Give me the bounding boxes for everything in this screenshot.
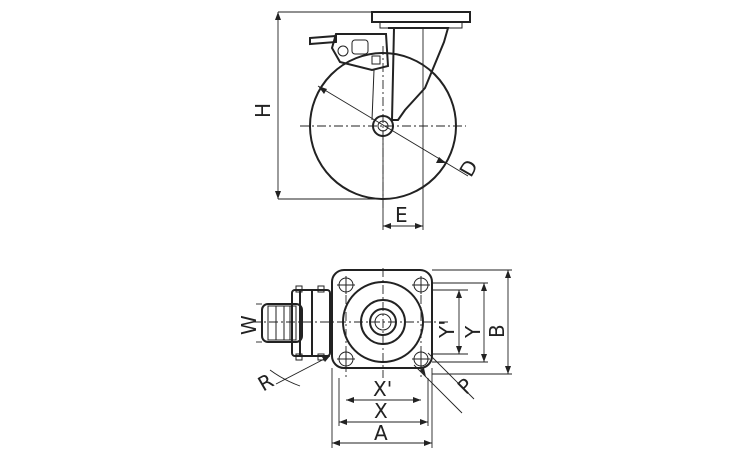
brake-assembly [309, 33, 390, 121]
label-width: W [237, 315, 261, 335]
label-plate-length: B [485, 324, 509, 338]
side-view: H D E [251, 11, 483, 230]
label-diameter: D [454, 156, 482, 181]
fork-side [388, 27, 450, 121]
label-bolt-hole: P [453, 373, 479, 399]
mounting-plate-top [331, 269, 433, 369]
label-hole-spacing-x-inner: X' [373, 377, 392, 401]
label-plate-width: A [374, 421, 388, 445]
label-offset: E [395, 203, 408, 227]
wheel-top [261, 285, 331, 361]
label-height: H [251, 103, 275, 118]
label-hole-spacing-x: X [374, 399, 388, 423]
mounting-plate-side [371, 11, 471, 23]
label-hole-spacing-y-inner: Y' [435, 320, 459, 339]
label-hole-spacing-y: Y [461, 325, 485, 339]
top-view: W R P X' X A Y' [237, 268, 512, 448]
